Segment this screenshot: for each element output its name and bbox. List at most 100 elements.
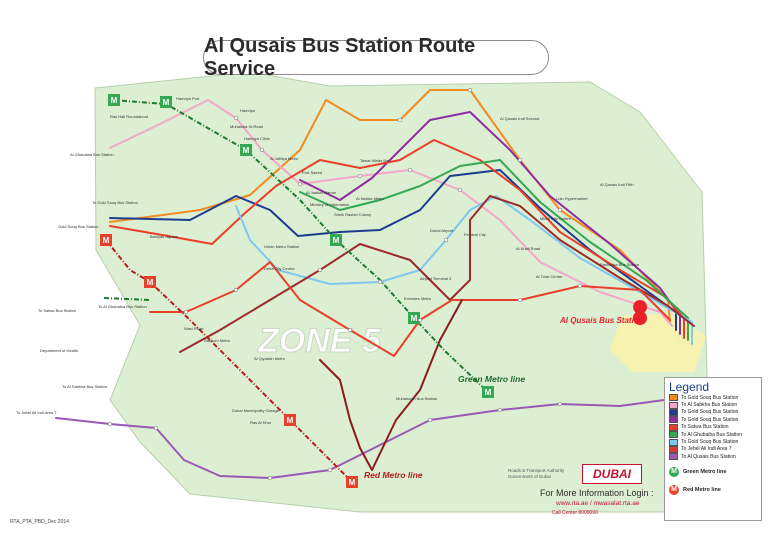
svg-text:Ras Hall Roundabout: Ras Hall Roundabout bbox=[110, 114, 149, 119]
legend-item: To Al Ghubaiba Bus Station bbox=[665, 431, 761, 439]
svg-text:Port Saeed: Port Saeed bbox=[302, 170, 322, 175]
svg-text:Hamriya Clinic: Hamriya Clinic bbox=[244, 136, 270, 141]
svg-text:Al Qiyadah Metro: Al Qiyadah Metro bbox=[254, 356, 286, 361]
svg-text:Rashidiya Bus Station: Rashidiya Bus Station bbox=[600, 262, 639, 267]
svg-text:Ras Al Khor: Ras Al Khor bbox=[250, 420, 272, 425]
svg-text:Deira City Centre: Deira City Centre bbox=[264, 266, 295, 271]
info-website-link[interactable]: www.rta.ae / mwasalat.rta.ae bbox=[556, 500, 640, 507]
station-dots bbox=[107, 87, 583, 481]
legend-swatch-icon bbox=[669, 416, 678, 424]
legend-item: To Gold Souq Bus Station bbox=[665, 438, 761, 446]
svg-text:Mirdif City Centre: Mirdif City Centre bbox=[540, 216, 572, 221]
al-qusais-pin bbox=[633, 300, 648, 330]
route-purple bbox=[299, 111, 681, 335]
svg-text:M: M bbox=[243, 146, 250, 155]
legend-swatch-icon bbox=[669, 438, 678, 446]
green-metro-label: Green Metro line bbox=[458, 374, 525, 384]
legend-item: To Jebel Ali Indl Area 7 bbox=[665, 445, 761, 453]
metro-badge-red-1 bbox=[100, 234, 112, 246]
legend-red-metro-label: Red Metro line bbox=[683, 486, 721, 493]
route-lightblue bbox=[235, 195, 693, 345]
svg-text:Al Nahda Metro: Al Nahda Metro bbox=[356, 196, 385, 201]
svg-text:M: M bbox=[163, 98, 170, 107]
svg-text:Dubai Municipality Garage: Dubai Municipality Garage bbox=[232, 408, 280, 413]
legend-swatch-icon bbox=[669, 445, 678, 453]
legend-swatch-icon bbox=[669, 453, 678, 461]
footer-code: RTA_PTA_PBD_Dec 2014 bbox=[10, 519, 69, 525]
svg-text:Lulu Hypermarket: Lulu Hypermarket bbox=[556, 196, 588, 201]
map-title: Al Qusais Bus Station Route Service bbox=[203, 35, 549, 80]
svg-text:Al Twar Centre: Al Twar Centre bbox=[536, 274, 563, 279]
svg-text:To Satwa Bus Station: To Satwa Bus Station bbox=[38, 308, 76, 313]
red-metro-badge-icon: M bbox=[669, 484, 679, 495]
route-maroon bbox=[179, 195, 695, 353]
al-qusais-station-label: Al Qusais Bus Station bbox=[559, 316, 644, 325]
svg-text:M: M bbox=[287, 416, 294, 425]
metro-badge-red-4 bbox=[346, 476, 358, 488]
svg-text:Department of Health: Department of Health bbox=[40, 348, 78, 353]
legend-item-label: To Gold Souq Bus Station bbox=[681, 439, 739, 446]
svg-text:M: M bbox=[411, 314, 418, 323]
zone-label: ZONE 5 bbox=[257, 322, 382, 360]
metro-badge-green-4 bbox=[330, 234, 342, 246]
info-call-center: Call Center 8009090 bbox=[552, 510, 598, 516]
svg-text:M: M bbox=[485, 388, 492, 397]
metro-badge-green-3 bbox=[240, 144, 252, 156]
legend-title: Legend bbox=[669, 380, 710, 394]
red-metro-line bbox=[105, 239, 353, 483]
legend-item-label: To Gold Souq Bus Station bbox=[681, 416, 739, 423]
legend-item-label: To Satwa Bus Station bbox=[681, 424, 729, 431]
svg-text:Al Khail Road: Al Khail Road bbox=[516, 246, 540, 251]
legend-swatch-icon bbox=[669, 394, 678, 402]
svg-text:Al Qusais Indl Fifth: Al Qusais Indl Fifth bbox=[600, 182, 634, 187]
svg-text:Al Qusais Indl Second: Al Qusais Indl Second bbox=[500, 116, 539, 121]
al-qusais-highlight bbox=[610, 314, 706, 372]
legend-item: To Al Sabkha Bus Station bbox=[665, 401, 761, 409]
svg-text:Hamriya Port: Hamriya Port bbox=[176, 96, 200, 101]
svg-text:Sheik Rashid Colony: Sheik Rashid Colony bbox=[334, 212, 371, 217]
red-metro-label-line1: Red Metro line bbox=[364, 470, 423, 480]
route-green bbox=[299, 159, 689, 341]
legend-swatch-icon bbox=[669, 423, 678, 431]
metro-badge-red-2 bbox=[144, 276, 156, 288]
metro-station-markers bbox=[100, 94, 494, 488]
legend-swatch-icon bbox=[669, 431, 678, 439]
svg-text:To Al Ghubaiba Bus Station: To Al Ghubaiba Bus Station bbox=[98, 304, 147, 309]
svg-text:M: M bbox=[147, 278, 154, 287]
svg-text:Festival City: Festival City bbox=[464, 232, 486, 237]
rta-caption: Roads & Transport Authority Government o… bbox=[508, 468, 565, 479]
svg-text:Baniyas Square: Baniyas Square bbox=[150, 234, 179, 239]
dubai-logo: DUBAI bbox=[582, 464, 642, 484]
legend-item: To Gold Souq Bus Station bbox=[665, 394, 761, 402]
svg-text:Dubai Airport: Dubai Airport bbox=[430, 228, 454, 233]
svg-text:Wasl Road: Wasl Road bbox=[184, 326, 203, 331]
svg-text:M: M bbox=[103, 236, 110, 245]
svg-text:Tawar Water Bar: Tawar Water Bar bbox=[360, 158, 390, 163]
metro-badge-green-6 bbox=[482, 386, 494, 398]
legend-swatch-icon bbox=[669, 408, 678, 416]
route-red bbox=[109, 139, 685, 339]
metro-badge-red-3 bbox=[284, 414, 296, 426]
svg-text:Muhaisha Sr.Road: Muhaisha Sr.Road bbox=[230, 124, 263, 129]
svg-text:Airport Terminal 3: Airport Terminal 3 bbox=[420, 276, 452, 281]
zone-5-area bbox=[94, 71, 709, 513]
legend-item-label: To Al Qusais Bus Station bbox=[681, 453, 736, 460]
legend-item: To Al Qusais Bus Station bbox=[665, 453, 761, 461]
legend-item-label: To Gold Souq Bus Station bbox=[681, 409, 739, 416]
route-navy bbox=[109, 169, 677, 331]
legend-green-metro-label: Green Metro line bbox=[683, 468, 727, 475]
svg-text:Gold Souq Bus Station: Gold Souq Bus Station bbox=[58, 224, 98, 229]
svg-text:Hamriya: Hamriya bbox=[240, 108, 256, 113]
legend-item-label: To Al Sabkha Bus Station bbox=[681, 402, 738, 409]
svg-text:Stadium Metro: Stadium Metro bbox=[204, 338, 231, 343]
svg-text:Emirates Metro: Emirates Metro bbox=[404, 296, 432, 301]
metro-badge-green-1 bbox=[108, 94, 120, 106]
metro-badge-green-2 bbox=[160, 96, 172, 108]
info-heading: For More Information Login : bbox=[540, 488, 654, 498]
svg-text:Union Metro Station: Union Metro Station bbox=[264, 244, 299, 249]
svg-text:Al Jafiliya Metro: Al Jafiliya Metro bbox=[270, 156, 299, 161]
